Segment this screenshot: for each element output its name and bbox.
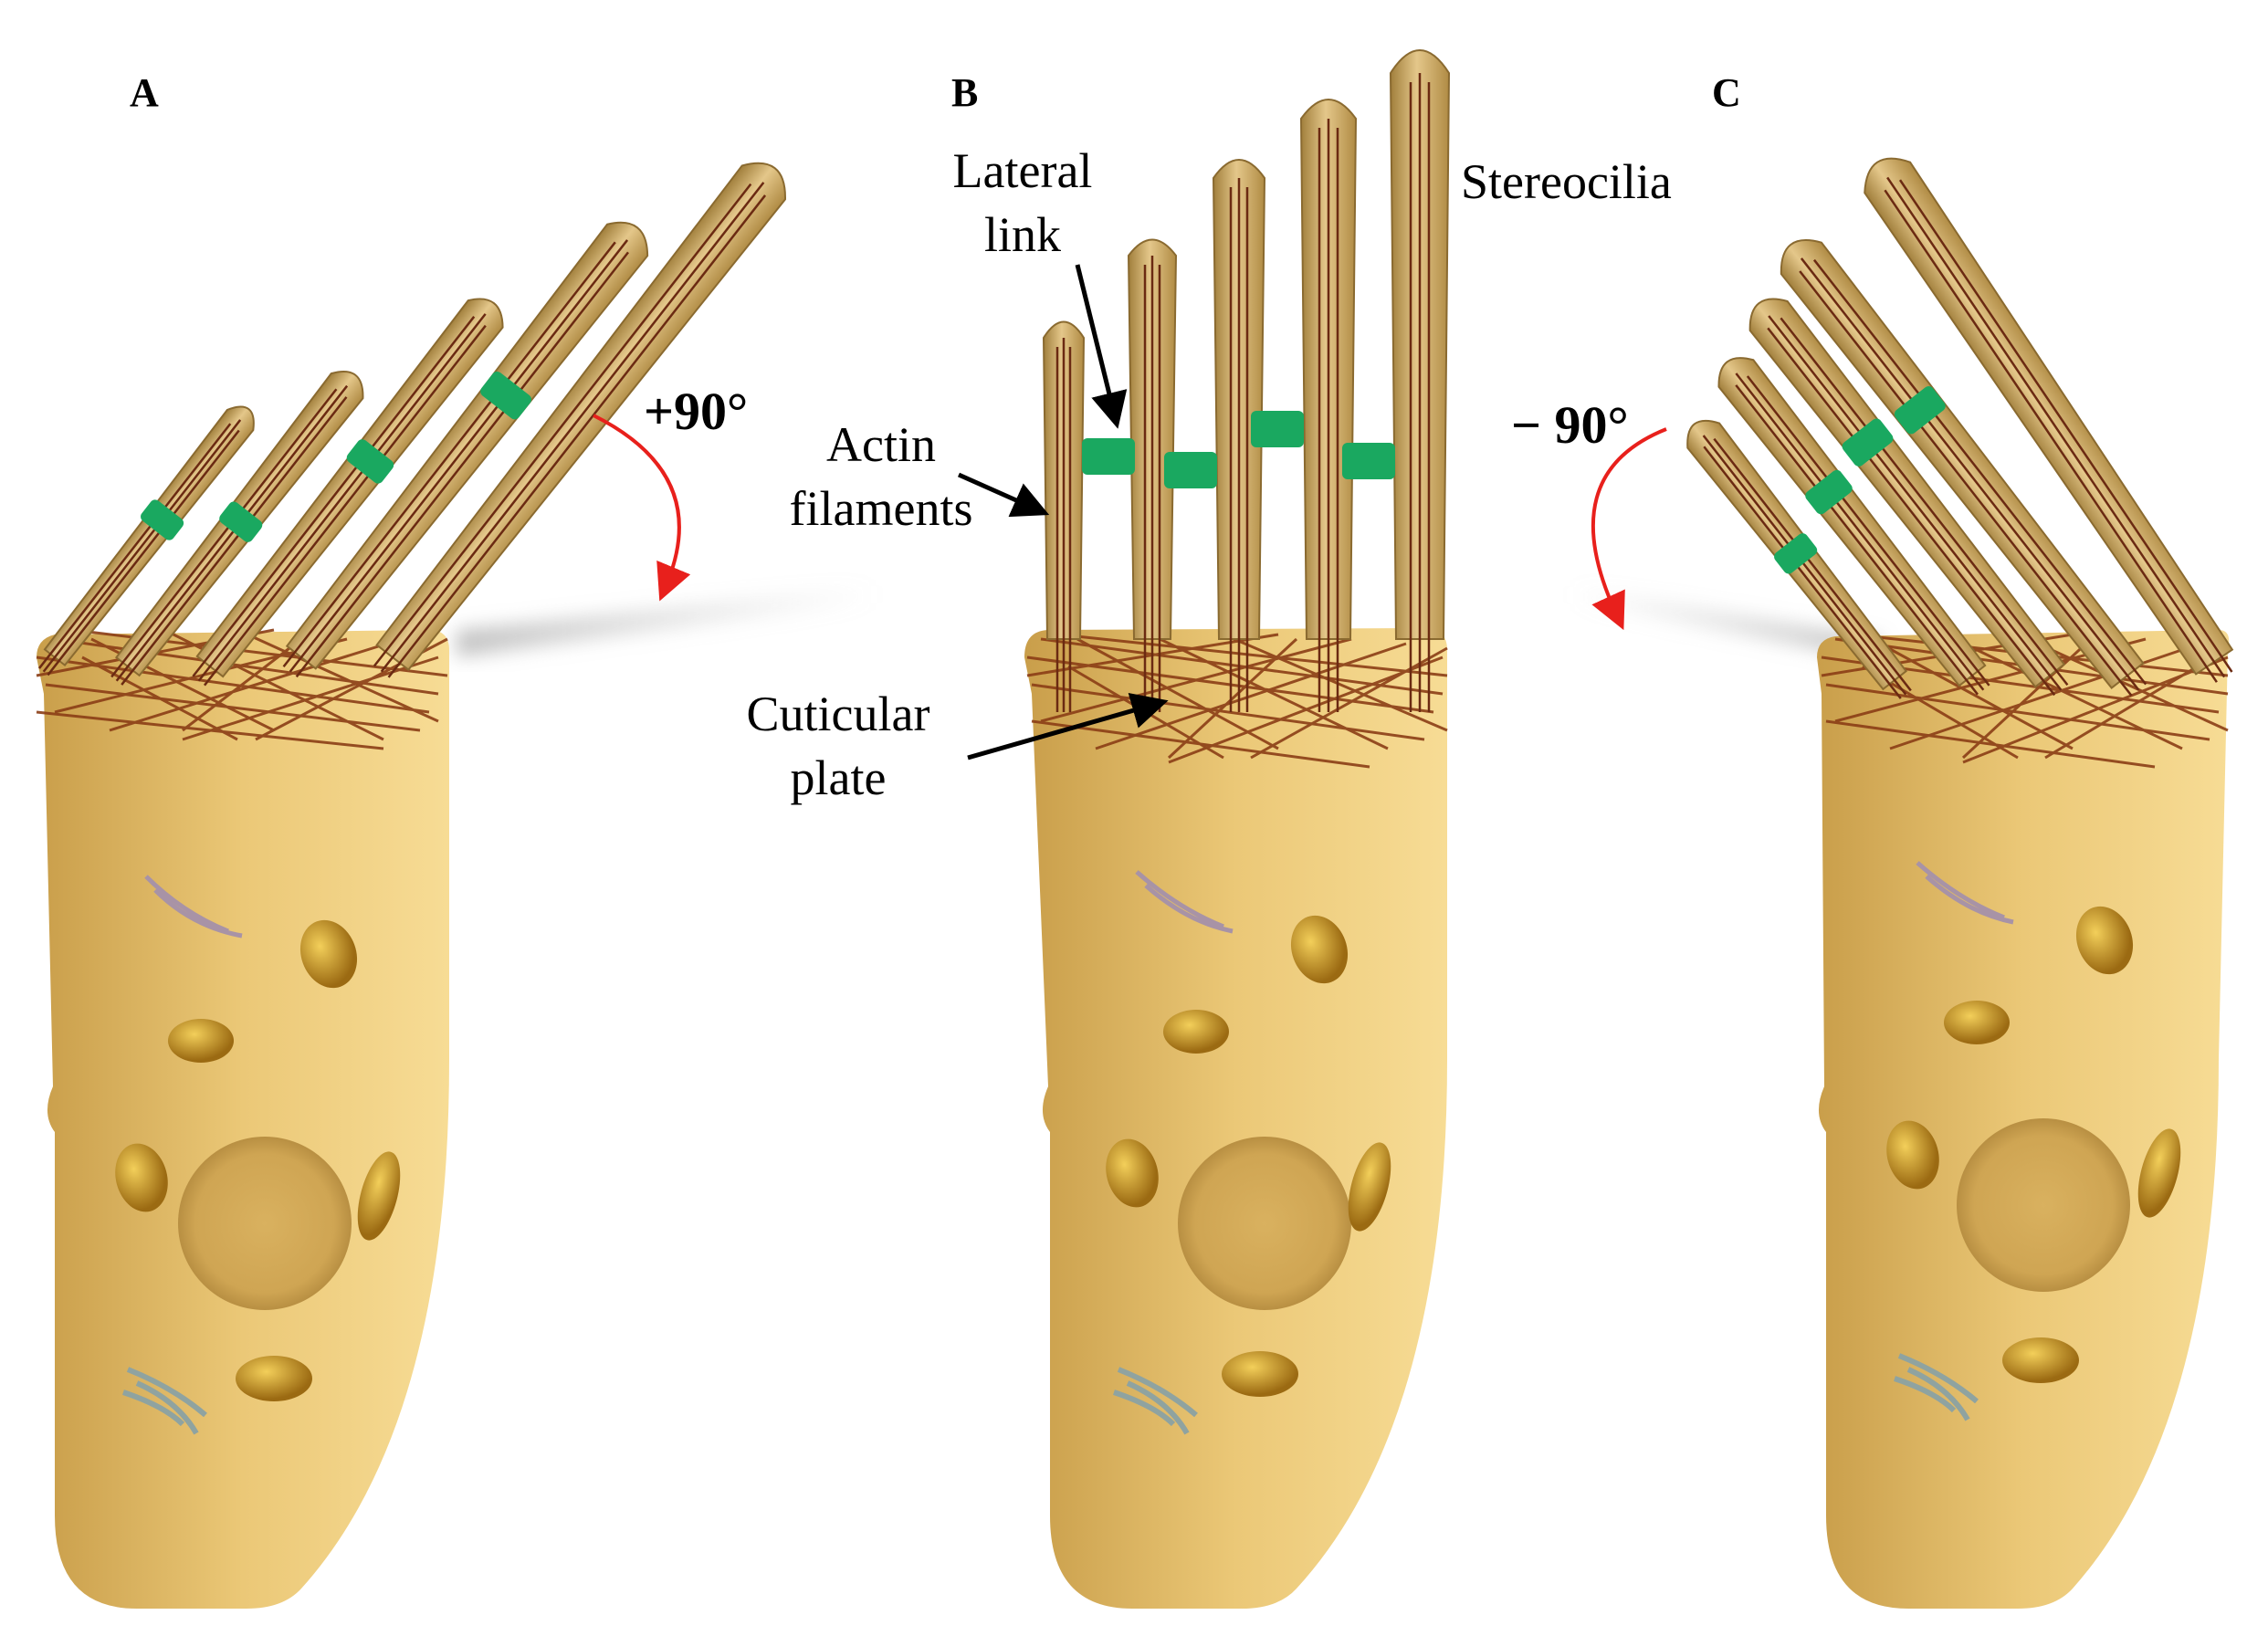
panel-a-letter: A [130, 70, 159, 115]
lateral-link [219, 501, 263, 542]
actin-filament [37, 419, 242, 676]
cell-body [37, 630, 449, 1609]
actin-filament [1229, 178, 1249, 712]
lateral-link [1774, 533, 1818, 574]
lateral-link [1805, 469, 1853, 515]
mitochondrion [299, 919, 358, 989]
mitochondrion [357, 1151, 401, 1241]
actin-filament [1055, 338, 1072, 712]
cell-body [1817, 630, 2230, 1609]
actin-filament [373, 182, 767, 678]
actin-filament [110, 384, 349, 686]
stereocilia-bundle [37, 162, 786, 687]
panel-a: A [36, 70, 877, 1609]
mitochondrion [2075, 906, 2134, 975]
mitochondrion [1944, 1001, 2010, 1044]
cuticular-label-line2: plate [791, 750, 887, 805]
lateral-link [1842, 418, 1894, 467]
mitochondrion [1290, 915, 1349, 984]
mitochondrion [1163, 1010, 1229, 1054]
mitochondrion [168, 1019, 234, 1063]
panel-c: C [1511, 70, 2234, 1609]
stereocilia-bundle [1042, 49, 1451, 712]
actin-filament [192, 313, 487, 687]
stereocilia-label: Stereocilia [1461, 154, 1672, 209]
bundle-shadow [457, 584, 877, 657]
cuticular-pointer [967, 693, 1169, 760]
actin-label-line1: Actin [826, 417, 936, 472]
mitochondrion [236, 1356, 312, 1401]
actin-filament [1318, 119, 1339, 712]
actin-filament [1799, 257, 2147, 697]
golgi-apparatus [144, 875, 243, 939]
lateral-link [346, 439, 394, 484]
mitochondrion [2137, 1128, 2181, 1218]
panel-b-letter: B [951, 70, 978, 115]
mitochondrion [115, 1143, 168, 1212]
actin-filament [1767, 315, 2069, 697]
actin-filament [1143, 256, 1161, 712]
lateral-link [1894, 386, 1946, 435]
angle-label-negative: − 90° [1511, 395, 1629, 455]
actin-filament [282, 239, 630, 678]
golgi-apparatus [1916, 861, 2014, 925]
nucleus [1957, 1118, 2130, 1292]
actin-label-line2: filaments [790, 481, 973, 536]
lateral-link-pointer [1075, 264, 1128, 429]
actin-filament [1702, 435, 1912, 699]
mitochondrion [1886, 1120, 1939, 1190]
lateral-link [1082, 438, 1135, 475]
lateral-link [1251, 411, 1304, 447]
lateral-link-label-line1: Lateral [953, 143, 1093, 198]
actin-pointer [957, 472, 1050, 518]
lateral-link-label-line2: link [984, 207, 1061, 262]
golgi-apparatus [1135, 870, 1234, 934]
bundle-shadow [1570, 584, 1881, 662]
actin-filament [1735, 372, 1990, 696]
angle-label-positive: +90° [644, 382, 748, 441]
mitochondrion [1106, 1138, 1159, 1208]
rotation-arrow-positive [593, 414, 691, 602]
lateral-link [1164, 452, 1217, 488]
nucleus [1178, 1137, 1351, 1310]
panel-c-letter: C [1712, 70, 1741, 115]
lateral-link [141, 499, 184, 540]
endoplasmic-reticulum [1113, 1367, 1198, 1435]
lateral-link [480, 371, 532, 420]
cell-body [1024, 628, 1447, 1609]
actin-filament [1884, 176, 2233, 683]
nucleus [178, 1137, 352, 1310]
stereocilia-bundle [1686, 157, 2234, 699]
panel-b: B [747, 49, 1672, 1609]
mitochondrion [1348, 1142, 1391, 1232]
lateral-link [1342, 443, 1395, 479]
mitochondrion [2002, 1337, 2079, 1383]
actin-filament [1409, 73, 1431, 712]
endoplasmic-reticulum [1894, 1353, 1979, 1421]
mitochondrion [1222, 1351, 1298, 1397]
rotation-arrow-negative [1591, 427, 1667, 631]
endoplasmic-reticulum [122, 1367, 207, 1435]
cuticular-label-line1: Cuticular [747, 687, 930, 741]
